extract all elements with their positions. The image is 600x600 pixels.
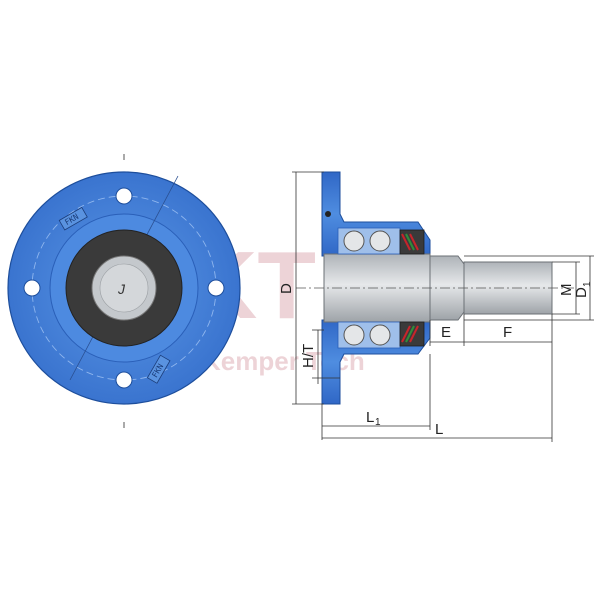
bearing-ball xyxy=(369,324,391,346)
bearing-ball xyxy=(343,230,365,252)
shaft-marking: J xyxy=(117,281,126,297)
dimension-labels: D M D 1 E F H/T L 1 L xyxy=(278,281,593,438)
dim-L1-sub: 1 xyxy=(375,417,381,428)
seal-lower xyxy=(399,321,425,347)
dim-D1-sub: 1 xyxy=(582,281,593,287)
grease-nipple xyxy=(325,211,331,217)
bearing-ball xyxy=(343,324,365,346)
bearing-lower xyxy=(337,321,401,349)
seal-upper xyxy=(399,229,425,255)
bearing-ball xyxy=(369,230,391,252)
bearing-upper xyxy=(337,227,401,255)
bolt-hole-right xyxy=(207,279,225,297)
dim-L1-label: L 1 xyxy=(366,409,381,428)
bolt-hole-top xyxy=(115,187,133,205)
dim-HT-label: H/T xyxy=(300,344,317,368)
side-view xyxy=(296,171,574,405)
dim-M-label: M xyxy=(558,284,575,297)
dim-D1-label: D 1 xyxy=(573,281,593,298)
dim-L1-main: L xyxy=(366,409,374,426)
dim-F-label: F xyxy=(503,324,512,341)
stamp-bottom: FKN xyxy=(146,354,171,384)
dim-D1-main: D xyxy=(573,287,590,298)
dim-L-label: L xyxy=(435,421,443,438)
bolt-holes xyxy=(23,187,225,389)
front-view: FKN FKN J xyxy=(7,154,241,428)
shaft-end-inner xyxy=(99,263,149,313)
bolt-hole-bottom xyxy=(115,371,133,389)
bolt-hole-left xyxy=(23,279,41,297)
dimensions xyxy=(292,171,594,442)
stamp-top: FKN xyxy=(58,206,88,231)
dim-E-label: E xyxy=(441,324,451,341)
dim-D-label: D xyxy=(278,283,295,294)
